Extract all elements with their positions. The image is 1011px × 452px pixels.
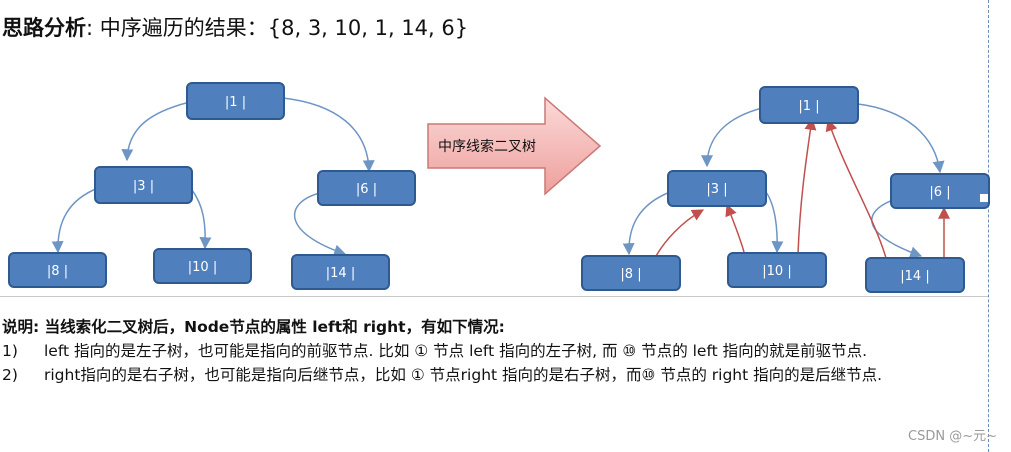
svg-text:|3 |: |3 | bbox=[706, 182, 727, 197]
left-tree-node-14: |14 | bbox=[291, 254, 390, 290]
left-tree-node-10: |10 | bbox=[153, 248, 252, 284]
description-item-2: 2) right指向的是右子树，也可能是指向后继节点，比如 ① 节点right … bbox=[2, 364, 992, 386]
right-tree-node-14: |14 | bbox=[865, 257, 965, 293]
svg-text:|8 |: |8 | bbox=[47, 264, 68, 279]
right-tree-node-8: |8 | bbox=[581, 255, 681, 291]
left-tree-node-6: |6 | bbox=[317, 170, 416, 206]
svg-text:|10 |: |10 | bbox=[188, 260, 217, 275]
page-title: 思路分析: 中序遍历的结果：{8, 3, 10, 1, 14, 6} bbox=[2, 12, 468, 42]
svg-text:|3 |: |3 | bbox=[133, 179, 154, 194]
edge-1-3 bbox=[121, 101, 191, 162]
svg-text:|1 |: |1 | bbox=[225, 95, 246, 110]
r-edge-3-8 bbox=[622, 191, 671, 256]
left-tree-node-3: |3 | bbox=[94, 166, 193, 204]
item-text: right指向的是右子树，也可能是指向后继节点，比如 ① 节点right 指向的… bbox=[44, 366, 883, 384]
thread-tree-diagram: |1 | |3 | |6 | |8 | |10 | |14 | 中序线索二叉树 bbox=[8, 82, 990, 293]
right-tree-edges bbox=[622, 103, 945, 258]
item-number: 1) bbox=[2, 342, 18, 360]
right-tree-node-1: |1 | bbox=[759, 86, 859, 124]
vertical-guide-line bbox=[988, 0, 989, 452]
r-edge-3-10 bbox=[765, 191, 784, 254]
thread-10-right-to-1 bbox=[797, 117, 817, 255]
watermark: CSDN @~元~ bbox=[908, 429, 997, 444]
svg-text:|8 |: |8 | bbox=[620, 267, 641, 282]
thread-14-left-to-1 bbox=[825, 118, 887, 259]
right-tree-node-6: |6 | bbox=[890, 173, 990, 209]
item-number: 2) bbox=[2, 366, 18, 384]
right-tree-node-3: |3 | bbox=[667, 170, 767, 207]
description-block: 说明: 当线索化二叉树后，Node节点的属性 left和 right，有如下情况… bbox=[2, 316, 992, 386]
description-item-1: 1) left 指向的是左子树，也可能是指向的前驱节点. 比如 ① 节点 lef… bbox=[2, 340, 992, 362]
edge-1-6 bbox=[282, 97, 375, 173]
transform-arrow: 中序线索二叉树 bbox=[427, 96, 602, 196]
edge-3-8 bbox=[51, 187, 99, 254]
thread-10-left-to-3 bbox=[725, 203, 745, 253]
title-bold: 思路分析 bbox=[2, 16, 86, 40]
title-rest: : 中序遍历的结果：{8, 3, 10, 1, 14, 6} bbox=[86, 16, 469, 40]
svg-text:|6 |: |6 | bbox=[356, 182, 377, 197]
item-text: left 指向的是左子树，也可能是指向的前驱节点. 比如 ① 节点 left 指… bbox=[44, 342, 868, 360]
svg-text:|10 |: |10 | bbox=[762, 264, 791, 279]
edge-3-10 bbox=[191, 189, 212, 250]
left-tree-edges bbox=[51, 97, 375, 257]
resize-handle-marker bbox=[980, 194, 988, 202]
description-heading: 说明: 当线索化二叉树后，Node节点的属性 left和 right，有如下情况… bbox=[2, 318, 505, 336]
svg-text:|14 |: |14 | bbox=[900, 269, 929, 284]
r-edge-1-6 bbox=[857, 103, 945, 174]
left-tree-node-1: |1 | bbox=[186, 82, 285, 120]
horizontal-divider bbox=[0, 296, 988, 297]
svg-text:|14 |: |14 | bbox=[326, 266, 355, 281]
r-edge-1-3 bbox=[701, 107, 763, 168]
svg-text:|1 |: |1 | bbox=[798, 99, 819, 114]
svg-text:|6 |: |6 | bbox=[929, 185, 950, 200]
right-tree-node-10: |10 | bbox=[727, 252, 827, 288]
edge-6-14 bbox=[294, 192, 347, 257]
transform-arrow-label: 中序线索二叉树 bbox=[438, 138, 536, 155]
left-tree-node-8: |8 | bbox=[8, 252, 107, 288]
